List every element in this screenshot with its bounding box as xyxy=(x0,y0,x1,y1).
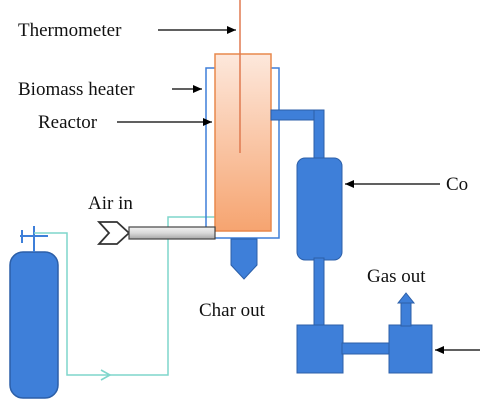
gas-out-box xyxy=(388,324,433,374)
label-biomass-heater: Biomass heater xyxy=(18,79,135,100)
label-char-out: Char out xyxy=(199,300,266,321)
reactor xyxy=(214,53,272,232)
gas-cylinder xyxy=(9,226,59,399)
condenser-outlet-pipe xyxy=(313,257,325,329)
collector-box xyxy=(296,324,344,374)
char-out-funnel xyxy=(230,238,258,280)
air-supply-line xyxy=(34,216,215,381)
gas-out-arrow xyxy=(396,292,416,327)
connecting-pipe xyxy=(341,342,391,355)
label-thermometer: Thermometer xyxy=(18,20,122,41)
label-air-in: Air in xyxy=(88,193,133,214)
label-reactor: Reactor xyxy=(38,112,98,133)
label-condenser: Co xyxy=(446,174,468,195)
condenser xyxy=(296,157,343,261)
label-gas-out: Gas out xyxy=(367,266,426,287)
air-inlet-pipe xyxy=(96,221,216,245)
